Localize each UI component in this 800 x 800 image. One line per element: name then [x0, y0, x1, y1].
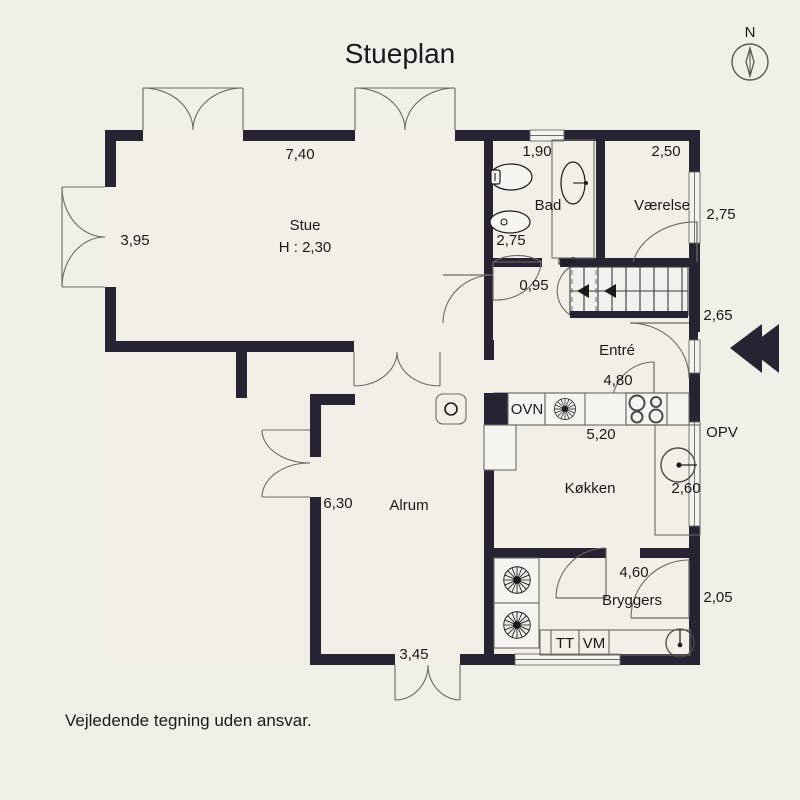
windows	[395, 129, 701, 666]
dimension-alrum-bottom: 3,45	[399, 646, 429, 663]
dimension-kitchen-counter: 5,20	[586, 426, 616, 443]
dimension-kitchen-top: 4,80	[603, 372, 633, 389]
appliance-label-ovn: OVN	[510, 401, 544, 418]
dimension-stue-left: 3,95	[120, 232, 150, 249]
dimension-vaerelse-right: 2,75	[706, 206, 736, 223]
kitchen-sink-icon	[435, 393, 467, 425]
room-label-bad: Bad	[534, 197, 562, 214]
dimension-alrum-left: 6,30	[323, 495, 353, 512]
dimension-kitchen-right: 2,60	[671, 480, 701, 497]
room-label-bryggers: Bryggers	[601, 592, 663, 609]
appliance-label-tt: TT	[555, 635, 575, 652]
shower-icon	[551, 139, 595, 259]
appliance-label-opv: OPV	[706, 424, 738, 441]
stair-arrow-icon	[604, 284, 616, 298]
dimension-bad-left: 2,75	[496, 232, 526, 249]
burner-icon	[503, 566, 531, 594]
dimension-entre-hall: 0,95	[519, 277, 549, 294]
disclaimer-note: Vejledende tegning uden ansvar.	[65, 711, 312, 730]
compass-needle-icon	[731, 43, 769, 81]
dimension-vaerelse-top: 2,50	[651, 143, 681, 160]
bathroom-fixtures	[489, 139, 595, 259]
appliance-label-vm: VM	[582, 635, 606, 652]
dimension-bryggers-right: 2,05	[703, 589, 733, 606]
room-label-kokken: Køkken	[564, 480, 616, 497]
sink-icon	[489, 210, 531, 234]
dimension-bad-top: 1,90	[522, 143, 552, 160]
utility-fixtures	[493, 557, 695, 658]
staircase	[556, 256, 689, 318]
entrance-chevron-icon	[730, 324, 779, 373]
room-label-stue: Stue	[289, 217, 321, 234]
stair-arrow-icon	[577, 284, 589, 298]
room-height-stue: H : 2,30	[278, 239, 332, 256]
burner-icon	[503, 611, 531, 639]
range-hood-icon	[554, 398, 576, 420]
compass-north-label: N	[744, 24, 756, 41]
toilet-icon	[489, 163, 533, 191]
dimension-bryggers-top: 4,60	[619, 564, 649, 581]
dimension-stue-top: 7,40	[285, 146, 315, 163]
doors	[61, 87, 699, 701]
door-leaves	[443, 222, 698, 619]
room-label-alrum: Alrum	[389, 497, 429, 514]
cooktop-icon	[625, 392, 668, 426]
utility-sink-icon	[665, 628, 695, 658]
room-label-entre: Entré	[599, 342, 635, 359]
page-title: Stueplan	[344, 38, 456, 69]
kitchen-fixtures	[435, 392, 701, 536]
dimension-entre-right: 2,65	[703, 307, 733, 324]
room-label-vaerelse: Værelse	[634, 197, 690, 214]
door-hardware-icon	[558, 256, 577, 266]
utility-sink-icon	[660, 447, 697, 483]
